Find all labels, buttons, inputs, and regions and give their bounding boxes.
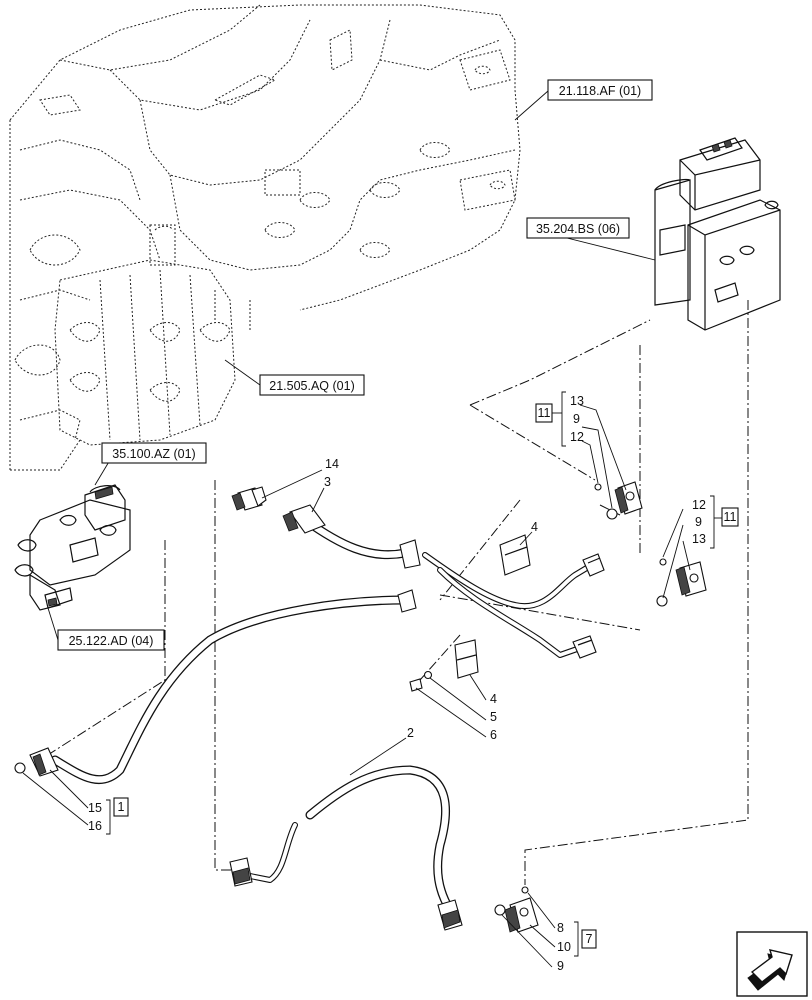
group-7: 7 [586, 932, 593, 946]
ehr-valve-assembly [654, 137, 781, 331]
tube-nut-upper [582, 553, 605, 577]
callout-9-lower: 9 [695, 515, 702, 529]
reference-21-118-af[interactable]: 21.118.AF (01) [547, 79, 653, 101]
callout-13-upper: 13 [570, 394, 584, 408]
callout-2: 2 [407, 726, 414, 740]
group-1: 1 [118, 800, 125, 814]
hydraulic-lines [50, 515, 593, 915]
next-page-arrow-icon[interactable] [736, 931, 808, 997]
svg-text:35.204.BS (06): 35.204.BS (06) [536, 222, 620, 236]
callout-9-upper: 9 [573, 412, 580, 426]
o-ring-16 [14, 762, 26, 774]
hose-crimp-15 [397, 589, 417, 613]
group-box-11-upper [535, 403, 553, 423]
hose-2-end-fitting [437, 899, 463, 931]
o-ring-9-upper [606, 508, 618, 520]
control-valve-block [54, 224, 236, 446]
callout-9-bottom: 9 [557, 959, 564, 973]
reference-35-100-az[interactable]: 35.100.AZ (01) [101, 442, 207, 464]
transmission-housing [9, 4, 521, 471]
callout-14: 14 [325, 457, 339, 471]
o-ring-9-lower [656, 595, 668, 607]
assembly-lines [39, 300, 749, 885]
svg-text:21.505.AQ (01): 21.505.AQ (01) [269, 379, 354, 393]
tube-nut-lower [572, 635, 597, 659]
reference-25-122-ad[interactable]: 25.122.AD (04) [57, 629, 165, 651]
adapter-fitting-14 [231, 486, 267, 511]
o-ring-12-upper [594, 483, 602, 491]
group-box-7 [581, 929, 597, 949]
reference-35-204-bs[interactable]: 35.204.BS (06) [526, 217, 630, 239]
callout-numbers: 14 3 4 13 9 12 11 12 9 13 11 4 5 6 2 15 … [88, 391, 739, 973]
callout-16: 16 [88, 819, 102, 833]
elbow-fitting-13-upper [614, 481, 643, 515]
clamp-4-lower [454, 639, 479, 679]
group-11-lower: 11 [724, 510, 737, 524]
bracket-11-lower [710, 495, 715, 549]
tube-2-end-fitting [229, 857, 253, 887]
fitting-15 [29, 747, 59, 777]
svg-text:21.118.AF (01): 21.118.AF (01) [559, 84, 641, 98]
callout-5: 5 [490, 710, 497, 724]
o-ring-12-lower [659, 558, 667, 566]
auxiliary-valve [14, 484, 131, 611]
bracket-11-upper [561, 391, 566, 447]
bracket-1 [106, 799, 111, 835]
clamp-4-upper [499, 534, 531, 576]
callout-10: 10 [557, 940, 571, 954]
group-box-1 [113, 797, 129, 817]
callout-13-lower: 13 [692, 532, 706, 546]
o-ring-8 [521, 886, 529, 894]
bracket-7 [574, 921, 579, 957]
callout-12-upper: 12 [570, 430, 584, 444]
hose-crimp-3 [399, 539, 421, 569]
bolt-6-washer-5 [409, 670, 433, 692]
callout-15: 15 [88, 801, 102, 815]
reference-21-505-aq[interactable]: 21.505.AQ (01) [259, 374, 365, 396]
callout-4-upper: 4 [531, 520, 538, 534]
o-ring-9-bottom [494, 904, 506, 916]
callout-6: 6 [490, 728, 497, 742]
group-11-upper: 11 [538, 406, 551, 420]
elbow-fitting-13-lower [675, 561, 707, 597]
callout-12-lower: 12 [692, 498, 706, 512]
elbow-fitting-10 [504, 897, 539, 933]
svg-text:25.122.AD (04): 25.122.AD (04) [69, 634, 154, 648]
callout-8: 8 [557, 921, 564, 935]
fittings [14, 481, 707, 933]
svg-text:35.100.AZ (01): 35.100.AZ (01) [112, 447, 195, 461]
callout-4-lower: 4 [490, 692, 497, 706]
group-box-11-lower [721, 507, 739, 527]
callout-3: 3 [324, 475, 331, 489]
hose-end-fitting-3 [282, 504, 326, 534]
